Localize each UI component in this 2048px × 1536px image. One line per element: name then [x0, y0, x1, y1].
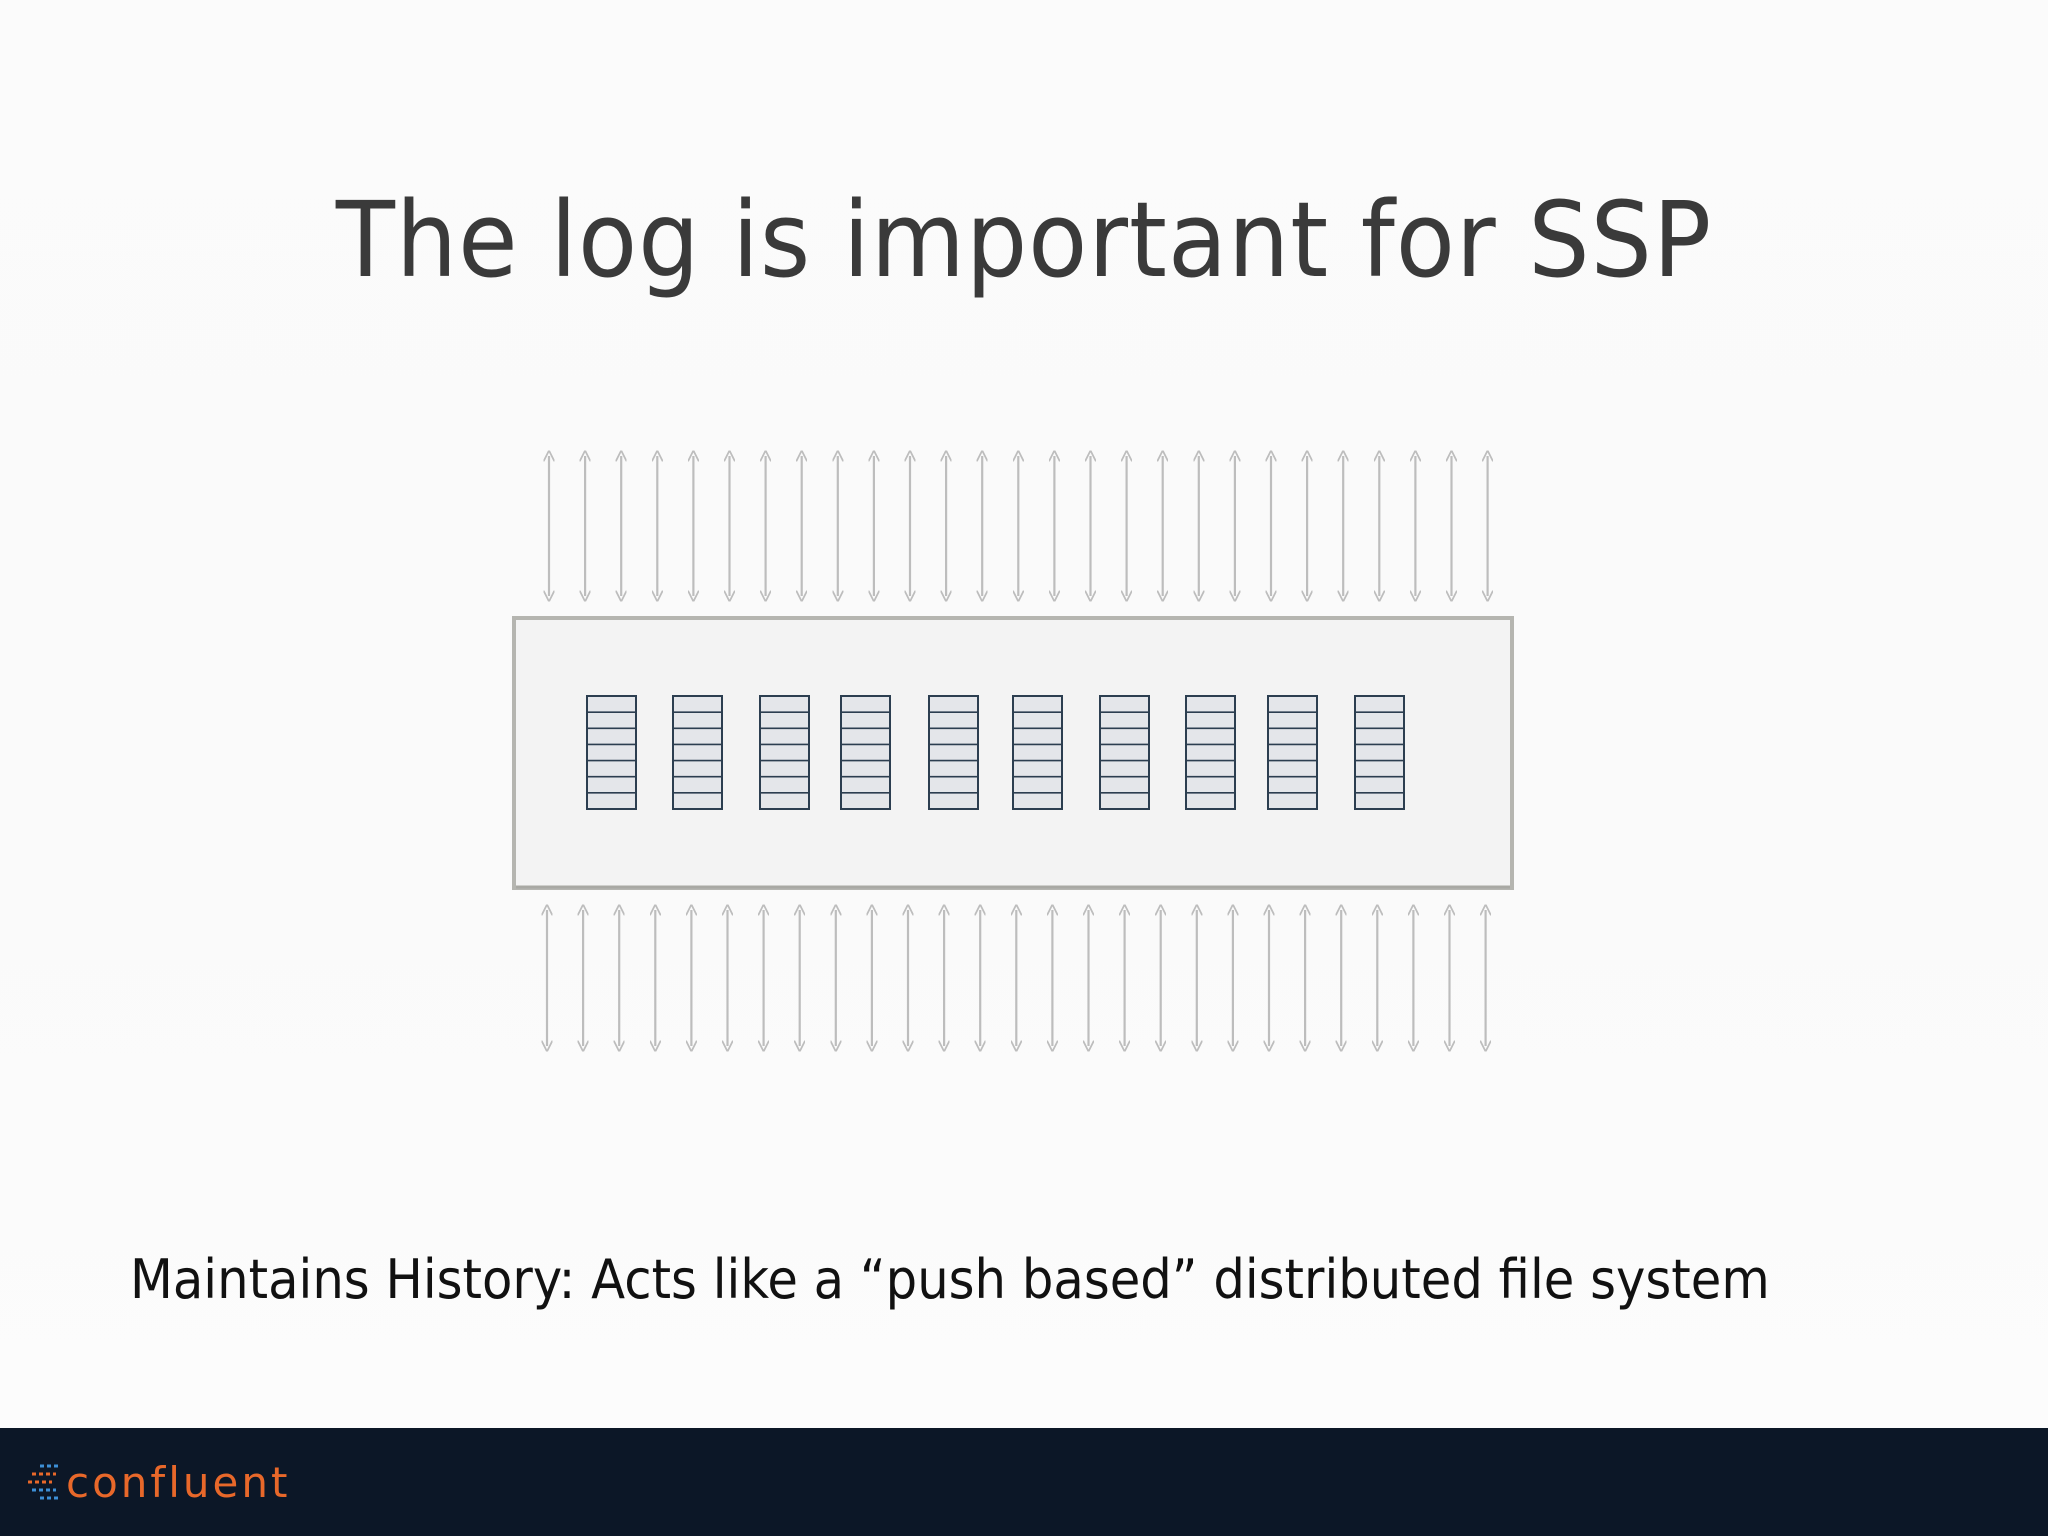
partition-box	[1354, 695, 1405, 810]
partition	[759, 695, 810, 810]
partition-box	[672, 695, 723, 810]
slide-caption: Maintains History: Acts like a “push bas…	[130, 1248, 1770, 1311]
partition	[840, 695, 891, 810]
partition-box	[1012, 695, 1063, 810]
top-arrows	[549, 456, 1488, 596]
slide-title: The log is important for SSP	[335, 179, 1713, 301]
confluent-logo: confluent	[26, 1450, 290, 1514]
partition-box	[840, 695, 891, 810]
partitions	[586, 695, 1405, 810]
footer-bar: confluent	[0, 1428, 2048, 1536]
bottom-arrows	[547, 910, 1486, 1046]
partition	[586, 695, 637, 810]
partition	[1267, 695, 1318, 810]
partition	[1185, 695, 1236, 810]
partition-box	[1185, 695, 1236, 810]
partition	[928, 695, 979, 810]
partition	[672, 695, 723, 810]
partition	[1012, 695, 1063, 810]
partition-box	[1267, 695, 1318, 810]
brand-name: confluent	[66, 1457, 291, 1507]
partition-box	[759, 695, 810, 810]
partition-box	[586, 695, 637, 810]
log-diagram	[512, 0, 1514, 1428]
slide: The log is important for SSP Maintains H…	[130, 0, 1770, 1428]
partition	[1099, 695, 1150, 810]
partition-box	[1099, 695, 1150, 810]
partition-box	[928, 695, 979, 810]
confluent-logo-icon	[28, 1464, 60, 1500]
partition	[1354, 695, 1405, 810]
